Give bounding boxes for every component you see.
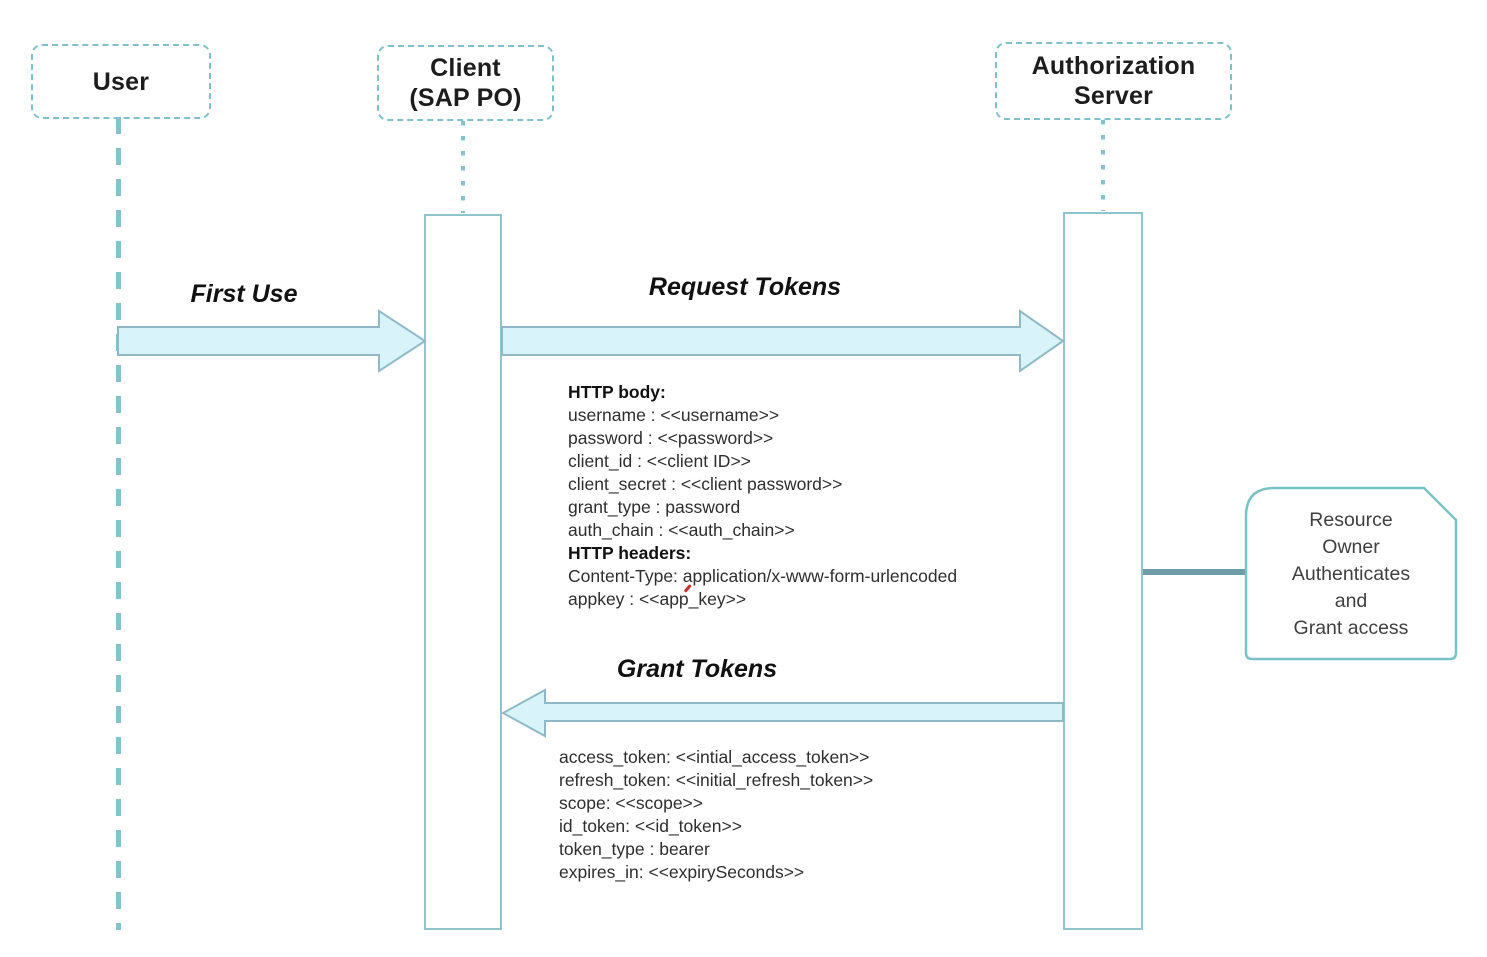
note-box-outline: [1244, 486, 1458, 661]
request-detail-line: Content-Type: application/x-www-form-url…: [568, 566, 958, 586]
note-line: Resource: [1309, 508, 1393, 531]
response-detail-block: access_token: <<intial_access_token>> re…: [559, 746, 873, 884]
actor-box-user: User: [31, 44, 211, 119]
actor-label-client-line2: (SAP PO): [409, 84, 522, 112]
request-detail-line: auth_chain : <<auth_chain>>: [568, 520, 795, 540]
response-detail-line: access_token: <<intial_access_token>>: [559, 747, 870, 767]
note-resource-owner: Resource Owner Authenticates and Grant a…: [1250, 495, 1452, 653]
activation-bar-client: [424, 214, 502, 930]
lifeline-client: [461, 121, 465, 213]
message-arrow-first-use: [117, 309, 427, 373]
actor-box-client: Client (SAP PO): [377, 45, 554, 121]
actor-label-client-line1: Client: [430, 54, 501, 82]
actor-label-user: User: [92, 67, 150, 96]
response-detail-line: scope: <<scope>>: [559, 793, 703, 813]
response-detail-line: id_token: <<id_token>>: [559, 816, 742, 836]
message-label-first-use: First Use: [190, 280, 298, 308]
actor-box-authorization-server: Authorization Server: [995, 42, 1232, 120]
request-detail-line: appkey : <<app_key>>: [568, 589, 747, 609]
request-detail-line: HTTP headers:: [568, 543, 692, 563]
message-label-request-tokens: Request Tokens: [648, 273, 842, 301]
activation-bar-authorization-server: [1063, 212, 1143, 930]
response-detail-line: token_type : bearer: [559, 839, 710, 859]
message-label-grant-tokens: Grant Tokens: [616, 655, 778, 683]
lifeline-user: [116, 117, 121, 930]
message-arrow-request-tokens: [501, 309, 1065, 373]
note-connector-line: [1143, 569, 1246, 575]
actor-label-auth-line2: Server: [1073, 82, 1154, 110]
request-detail-line: grant_type : password: [568, 497, 741, 517]
request-detail-line: client_secret : <<client password>>: [568, 474, 843, 494]
response-detail-line: refresh_token: <<initial_refresh_token>>: [559, 770, 874, 790]
note-line: Owner: [1322, 535, 1380, 558]
note-line: Authenticates: [1291, 562, 1411, 585]
note-line: and: [1334, 589, 1368, 612]
request-detail-line: HTTP body:: [568, 382, 666, 402]
request-detail-line: username : <<username>>: [568, 405, 780, 425]
request-detail-block: HTTP body: username : <<username>> passw…: [568, 381, 957, 611]
note-line: Grant access: [1293, 616, 1409, 639]
request-detail-line: client_id : <<client ID>>: [568, 451, 751, 471]
response-detail-line: expires_in: <<expirySeconds>>: [559, 862, 805, 882]
request-detail-line: password : <<password>>: [568, 428, 774, 448]
actor-label-auth-line1: Authorization: [1031, 52, 1196, 80]
message-arrow-grant-tokens: [501, 688, 1064, 738]
lifeline-authorization-server: [1101, 120, 1105, 211]
